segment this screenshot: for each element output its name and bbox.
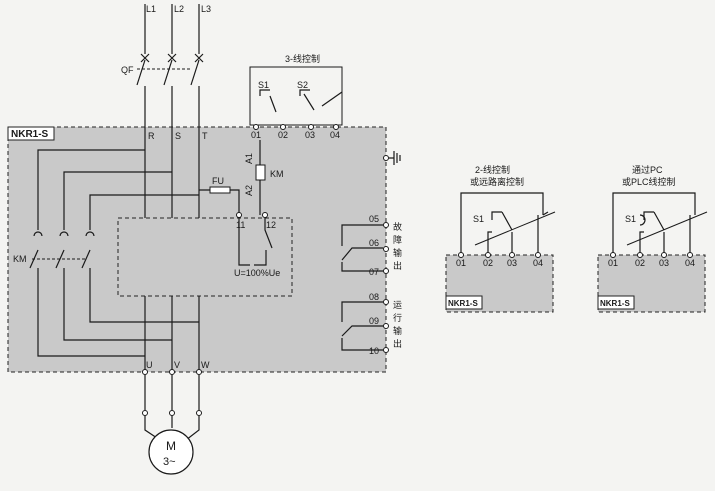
fuse-fu — [209, 186, 231, 194]
device-label-box — [7, 126, 55, 141]
motor-symbol: M — [166, 439, 176, 453]
line-l2-label: L2 — [174, 4, 184, 14]
run-output-relay: 08 09 10 运行输出 — [341, 292, 402, 356]
terminal-v-label: V — [174, 360, 180, 370]
relay-terminal-12: 12 — [266, 220, 276, 230]
three-wire-frame — [249, 66, 343, 126]
plc-terminal-04: 04 — [685, 258, 695, 268]
three-wire-terminal-02: 02 — [278, 130, 288, 140]
plc-terminal-01: 01 — [608, 258, 618, 268]
two-wire-box-label: NKR1-S — [448, 299, 478, 308]
bypass-wiring: KM — [13, 149, 199, 357]
two-wire-title-2: 或远路离控制 — [470, 176, 524, 187]
motor-phase: 3~ — [163, 456, 176, 468]
terminal-r-label: R — [148, 131, 155, 141]
three-wire-terminal-04: 04 — [330, 130, 340, 140]
two-wire-control: 2-线控制 或远路离控制 NKR1-S S1 01 02 03 04 — [445, 164, 556, 313]
three-wire-terminal-01: 01 — [251, 130, 261, 140]
two-wire-terminal-01: 01 — [456, 258, 466, 268]
motor-icon: M 3~ — [148, 429, 194, 475]
control-circuit: A1 A2 KM FU 11 12 U=100%Ue — [199, 140, 284, 278]
fault-terminal-06: 06 — [369, 238, 379, 248]
run-output-label: 运行输出 — [392, 300, 402, 352]
two-wire-terminal-02: 02 — [483, 258, 493, 268]
terminal-w-label: W — [201, 360, 210, 370]
ground-icon — [383, 151, 401, 165]
coil-label: KM — [270, 169, 284, 179]
nkr1-s-device-box — [7, 126, 387, 373]
contactor-km-label: KM — [13, 254, 27, 264]
two-wire-terminal-03: 03 — [507, 258, 517, 268]
coil-km — [255, 164, 266, 181]
breaker-label: QF — [121, 65, 134, 75]
terminal-u-label: U — [146, 360, 153, 370]
fault-output-label: 故障输出 — [392, 221, 402, 274]
two-wire-switch-label: S1 — [473, 214, 484, 224]
three-wire-title: 3-线控制 — [285, 53, 320, 64]
fault-terminal-07: 07 — [369, 267, 379, 277]
relay-voltage-note: U=100%Ue — [234, 268, 280, 278]
run-terminal-10: 10 — [369, 346, 379, 356]
plc-title-2: 或PLC线控制 — [622, 176, 676, 187]
fuse-label: FU — [212, 176, 224, 186]
fault-terminal-05: 05 — [369, 214, 379, 224]
output-wiring: U V W — [142, 296, 210, 441]
plc-terminal-02: 02 — [635, 258, 645, 268]
plc-box-label: NKR1-S — [600, 299, 630, 308]
terminal-t-label: T — [202, 131, 208, 141]
switch-s1-label: S1 — [258, 80, 269, 90]
coil-a2-label: A2 — [244, 185, 254, 196]
coil-a1-label: A1 — [244, 153, 254, 164]
three-wire-control: 3-线控制 S1 S2 01 02 03 04 — [249, 53, 343, 140]
fault-output-relay: 05 06 07 故障输出 — [341, 214, 402, 277]
input-terminals: R S T — [144, 128, 208, 218]
two-wire-device-box — [445, 254, 554, 313]
terminal-s-label: S — [175, 131, 181, 141]
switch-s2-label: S2 — [297, 80, 308, 90]
run-terminal-08: 08 — [369, 292, 379, 302]
plc-title-1: 通过PC — [632, 164, 663, 175]
plc-terminal-03: 03 — [659, 258, 669, 268]
line-l1-label: L1 — [146, 4, 156, 14]
two-wire-terminal-04: 04 — [533, 258, 543, 268]
plc-control: 通过PC 或PLC线控制 NKR1-S S1 01 02 03 04 — [597, 164, 708, 313]
three-wire-terminal-03: 03 — [305, 130, 315, 140]
two-wire-title-1: 2-线控制 — [475, 164, 510, 175]
line-l3-label: L3 — [201, 4, 211, 14]
supply-lines: L1 L2 L3 — [144, 4, 211, 54]
starter-core-box — [117, 217, 293, 297]
device-label: NKR1-S — [11, 129, 49, 140]
breaker-qf: QF — [121, 53, 204, 128]
run-terminal-09: 09 — [369, 316, 379, 326]
plc-switch-label: S1 — [625, 214, 636, 224]
relay-terminal-11: 11 — [236, 220, 245, 230]
